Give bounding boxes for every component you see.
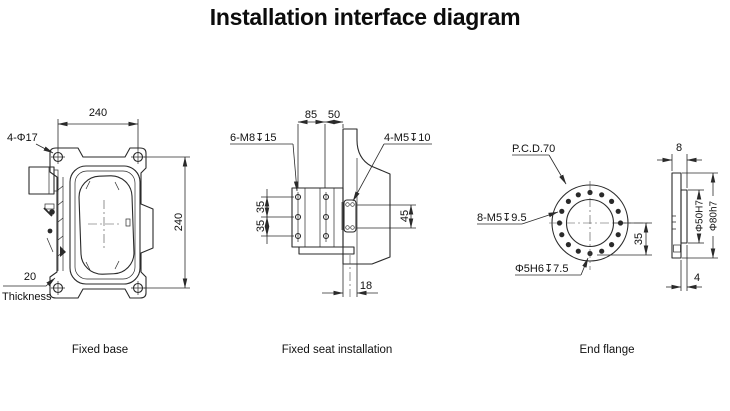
flange-bore-dimension: Φ50H7 (688, 189, 706, 244)
seat-45-dimension: 45 (357, 204, 416, 229)
base-width-value: 240 (89, 107, 107, 119)
base-centerlines (88, 200, 131, 250)
seat-dim-50: 50 (328, 109, 340, 121)
caption-fixed-seat: Fixed seat installation (281, 344, 393, 356)
flange-8-dimension: 8 (657, 142, 702, 188)
flange-dim-35: 35 (633, 233, 645, 245)
seat-dim-35-lower: 35 (255, 220, 267, 232)
seat-flange-plate (341, 199, 357, 233)
fixed-seat-drawing: 85 50 6-M8↧15 35 35 4-M5↧ (230, 109, 432, 297)
base-width-dimension: 240 (57, 107, 139, 150)
flange-pcd-label: P.C.D.70 (512, 143, 555, 155)
base-holes-callout: 4-Φ17 (7, 132, 54, 154)
base-side-channel (57, 177, 64, 271)
flange-35-dimension: 35 (597, 222, 652, 256)
flange-bore-label: Φ50H7 (695, 200, 706, 232)
flange-4-dimension: 4 (666, 245, 702, 291)
flange-outer-dia-dimension: Φ80h7 (682, 172, 720, 259)
base-thickness-value: 20 (24, 271, 36, 283)
seat-bracket-holes (294, 192, 330, 242)
seat-right-holes-label: 4-M5↧10 (384, 132, 431, 144)
seat-lower-lines (342, 255, 358, 297)
base-thickness-word: Thickness (2, 291, 52, 303)
flange-pin-holes-label: Φ5H6↧7.5 (515, 263, 568, 275)
seat-bracket (291, 187, 355, 255)
base-center-pad (78, 175, 135, 275)
flange-dim-4: 4 (694, 272, 700, 284)
fixed-base-drawing: 240 240 4-Φ17 20 Thickness (2, 107, 190, 303)
end-flange-drawing: P.C.D.70 8-M5↧9.5 Φ5H6↧7.5 35 (477, 142, 720, 291)
flange-bolt-holes (556, 189, 624, 257)
flange-pin-holes-callout: Φ5H6↧7.5 (515, 257, 589, 276)
flange-tapped-holes-label: 8-M5↧9.5 (477, 212, 527, 224)
base-inner-ring-inner (74, 170, 136, 280)
base-corner-holes (51, 150, 145, 295)
base-inner-ring-outer (69, 165, 141, 285)
seat-body-outline (342, 128, 391, 265)
seat-dim-18: 18 (360, 280, 372, 292)
base-connector (28, 166, 66, 257)
page-title: Installation interface diagram (209, 4, 521, 30)
base-plate-outline (49, 147, 154, 299)
base-height-value: 240 (173, 213, 185, 231)
seat-right-holes-callout: 4-M5↧10 (352, 132, 432, 202)
flange-side-view (671, 172, 688, 259)
base-height-dimension: 240 (144, 156, 190, 289)
seat-dim-85: 85 (305, 109, 317, 121)
caption-end-flange: End flange (579, 344, 635, 356)
base-corner-slots (85, 180, 120, 271)
seat-left-holes-label: 6-M8↧15 (230, 132, 277, 144)
caption-fixed-base: Fixed base (71, 344, 129, 356)
flange-pcd-callout: P.C.D.70 (512, 143, 567, 185)
seat-left-holes-callout: 6-M8↧15 (230, 132, 299, 192)
base-thickness-callout: 20 Thickness (2, 271, 56, 303)
seat-pitch-dimensions: 35 35 (255, 189, 294, 244)
base-holes-label: 4-Φ17 (7, 132, 38, 144)
flange-dim-8: 8 (676, 142, 682, 154)
flange-tapped-holes-callout: 8-M5↧9.5 (477, 211, 559, 225)
flange-outer-dia-label: Φ80h7 (709, 200, 720, 231)
flange-centerlines (549, 181, 650, 270)
seat-18-dimension: 18 (322, 280, 378, 296)
seat-dim-45: 45 (399, 210, 411, 222)
seat-top-dimensions: 85 50 (297, 109, 344, 188)
seat-dim-35-upper: 35 (255, 201, 267, 213)
